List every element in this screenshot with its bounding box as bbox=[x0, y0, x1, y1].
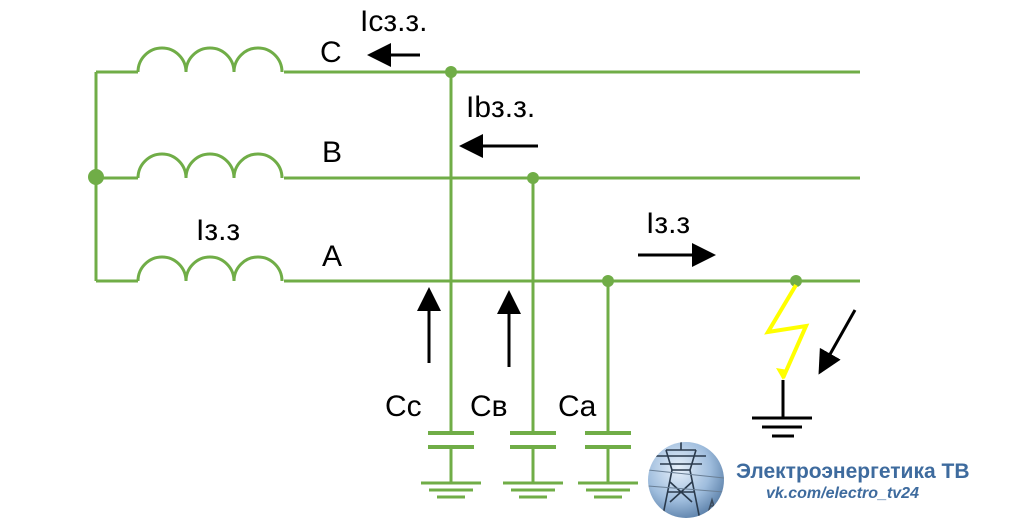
fault-lightning-tip bbox=[776, 368, 788, 380]
fault-lightning-icon bbox=[764, 283, 810, 379]
cc-label: Cc bbox=[385, 390, 422, 423]
fault-junction-dot bbox=[790, 275, 802, 287]
fault-ground-icon bbox=[752, 380, 812, 438]
ca-label: Ca bbox=[558, 390, 597, 423]
neutral-junction-dot bbox=[88, 169, 104, 185]
cb-ground-symbol bbox=[503, 481, 563, 499]
phase-b-label: B bbox=[322, 136, 342, 169]
cb-junction-dot bbox=[527, 172, 539, 184]
ground-current-arrow bbox=[818, 309, 857, 375]
brand-url: vk.com/electro_tv24 bbox=[766, 485, 919, 502]
cc-junction-dot bbox=[445, 66, 457, 78]
ca-junction-dot bbox=[602, 275, 614, 287]
ca-ground-symbol bbox=[578, 481, 638, 499]
phase-b-winding bbox=[136, 152, 284, 179]
power-tower-icon bbox=[648, 442, 724, 518]
ic-fault-current-label: Iсз.з. bbox=[360, 5, 428, 38]
cc-ground-symbol bbox=[421, 481, 481, 499]
brand-title: Электроэнергетика ТВ bbox=[736, 460, 969, 483]
phase-c-label: C bbox=[320, 36, 342, 69]
i-fault-line-label: Iз.з bbox=[646, 207, 690, 240]
ib-fault-current-label: Ibз.з. bbox=[466, 91, 535, 124]
cb-label: Cв bbox=[470, 390, 508, 423]
phase-a-label: A bbox=[322, 240, 342, 273]
phase-c-winding bbox=[136, 46, 284, 73]
phase-a-winding bbox=[136, 255, 284, 282]
i-fault-source-label: Iз.з bbox=[196, 214, 240, 247]
